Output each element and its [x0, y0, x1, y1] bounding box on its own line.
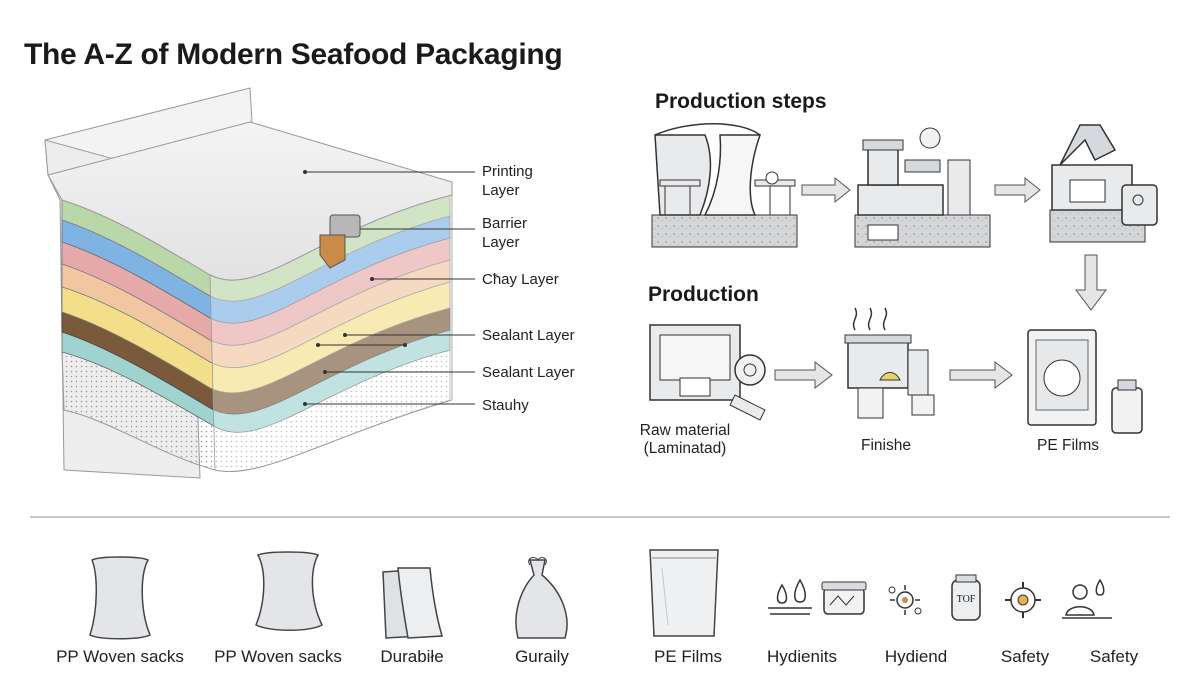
page-title: The A-Z of Modern Seafood Packaging: [24, 38, 563, 71]
barrier-label-line2: Layer: [482, 234, 520, 251]
press-machine-icon: [854, 127, 991, 248]
raw-material-label: Raw material (Laminatad): [630, 422, 740, 458]
woven-sack-icon: [89, 556, 151, 640]
safety-gear-icon: [1005, 582, 1041, 618]
pe-films-package-icon: [1027, 329, 1143, 434]
printing-layer-label: Printing Layer: [482, 162, 533, 200]
tied-bag-icon: [515, 557, 568, 639]
raw-material-line2: (Laminatad): [643, 440, 727, 457]
barrier-layer-label: Barrier Layer: [482, 214, 527, 252]
bottom-label-hydiend: Hydiend: [884, 647, 948, 666]
finishe-label: Finishe: [861, 437, 911, 454]
printing-label-line2: Layer: [482, 182, 520, 199]
extruder-machine-icon: [1049, 124, 1158, 243]
bottom-label-safety-2: Safety: [1089, 647, 1139, 666]
stauhy-layer-label: Stauhy: [482, 397, 529, 414]
double-bag-icon: [382, 567, 443, 639]
bacteria-icon: [888, 585, 922, 615]
woven-sack-icon: [255, 551, 323, 631]
production-steps-title: Production steps: [655, 90, 827, 113]
raw-material-machine-icon: [649, 324, 766, 421]
pe-films-label: PE Films: [1037, 437, 1099, 454]
production-title: Production: [648, 283, 759, 306]
barrier-label-line1: Barrier: [482, 215, 528, 232]
jar-label: TOF: [956, 594, 976, 605]
bottom-label-pe-films: PE Films: [654, 647, 722, 666]
printing-label-line1: Printing: [482, 163, 533, 180]
pe-film-bag-icon: [649, 549, 719, 637]
hygiene-container-icon: [821, 581, 867, 615]
bottom-label-guraily: Guraily: [515, 647, 569, 666]
bottom-label-pp-woven-1: PP Woven sacks: [56, 647, 184, 666]
bottom-label-pp-woven-2: PP Woven sacks: [214, 647, 342, 666]
safety-person-icon: [1062, 578, 1112, 619]
water-drops-icon: [768, 578, 812, 615]
bottom-label-safety-1: Safety: [1000, 647, 1050, 666]
bottom-label-hydienits: Hydienits: [767, 647, 837, 666]
sealant-layer-label-1: Sealant Layer: [482, 327, 575, 344]
roller-machine-icon: [651, 123, 798, 248]
bottom-label-durabile: Durabiłe: [380, 647, 444, 666]
raw-material-line1: Raw material: [639, 422, 731, 439]
sealant-layer-label-2: Sealant Layer: [482, 364, 575, 381]
finishing-machine-icon: [844, 307, 935, 419]
section-divider: [30, 516, 1170, 518]
chay-layer-label: Cħay Layer: [482, 271, 559, 288]
